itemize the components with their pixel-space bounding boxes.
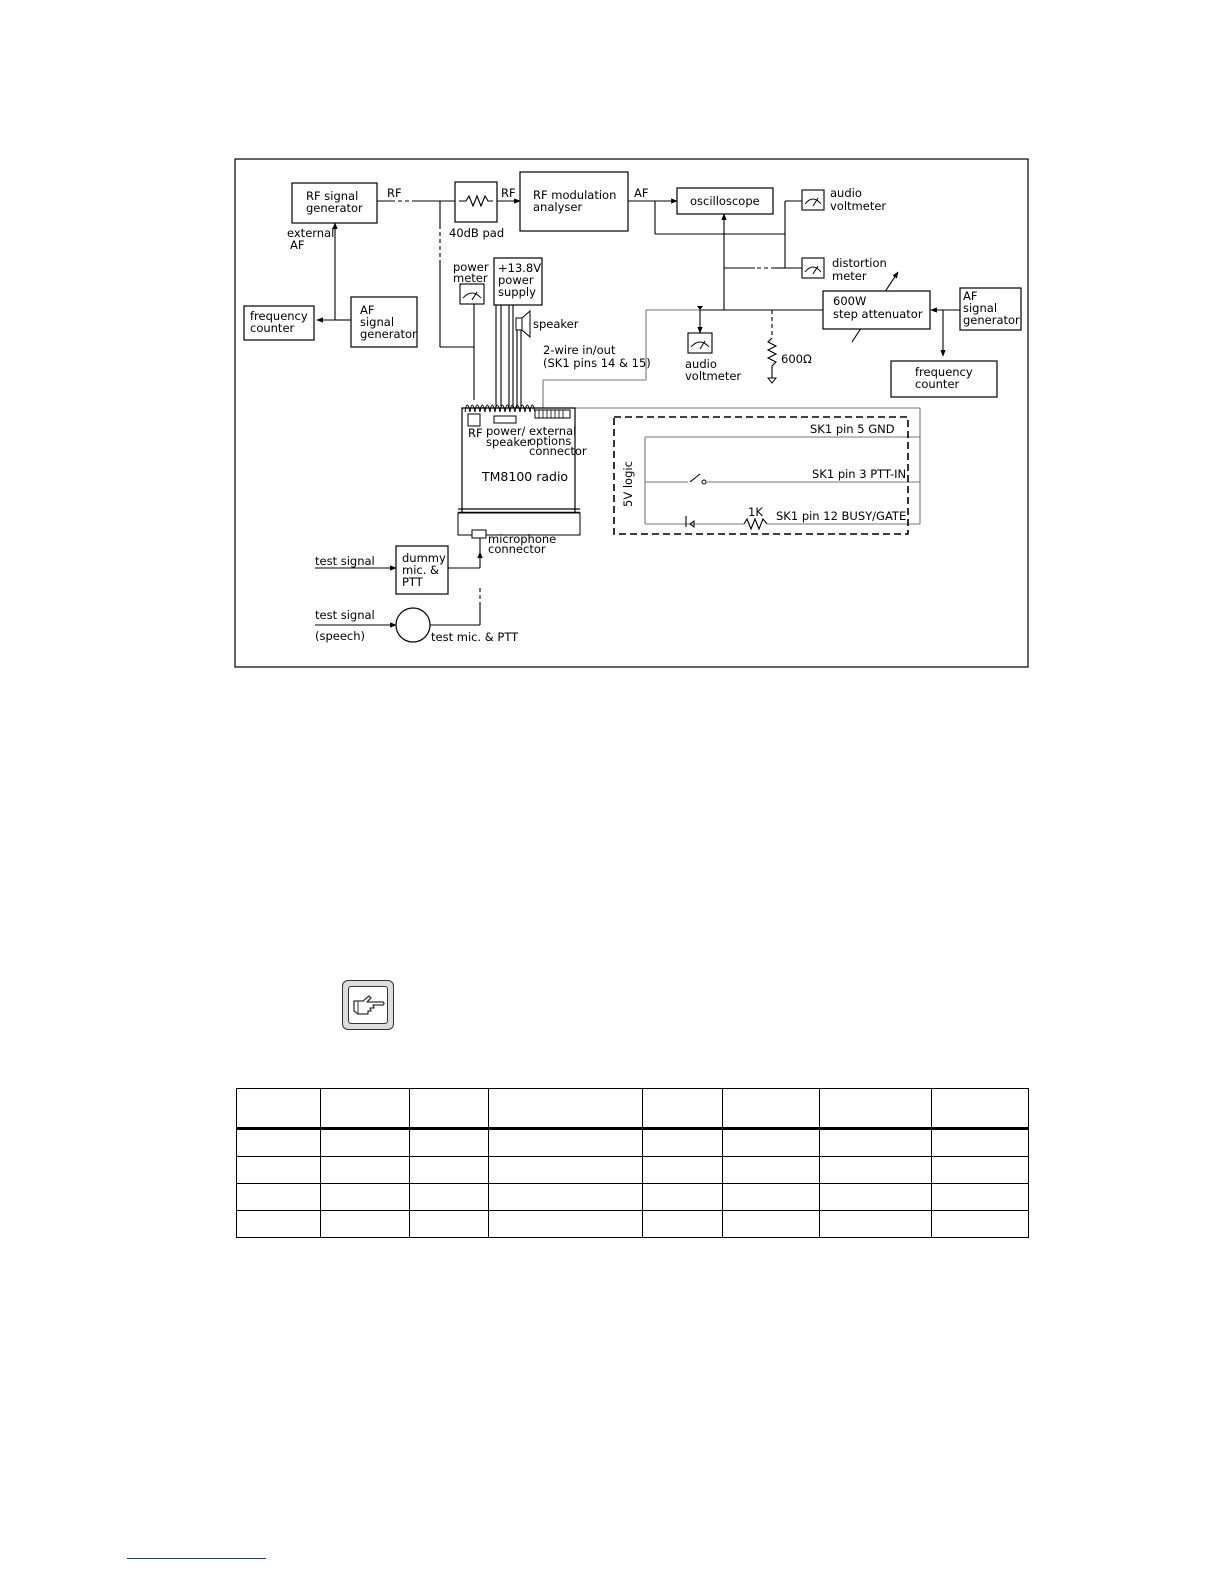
radio-label: TM8100 radio: [481, 469, 568, 484]
rf-modulation-analyser-box: [519, 171, 629, 232]
resistor-symbol: [459, 194, 493, 208]
test-mic-icon: [395, 607, 431, 643]
oscilloscope-label: oscilloscope: [690, 194, 760, 208]
rf-modulation-analyser-label: RF modulation: [533, 188, 616, 202]
oscilloscope-box: [676, 187, 774, 215]
audio-voltmeter-label: voltmeter: [685, 369, 741, 383]
sk1-pin3-label: SK1 pin 3 PTT-IN: [812, 467, 906, 481]
audio-voltmeter-label: audio: [685, 357, 717, 371]
external-options-label: options: [529, 434, 571, 448]
af-signal-generator-label: generator: [360, 327, 417, 341]
table-row: [236, 1183, 1029, 1211]
wiring: [315, 198, 960, 628]
af-signal-generator-right-box: [959, 287, 1022, 331]
two-wire-label: (SK1 pins 14 & 15): [543, 356, 651, 370]
power-meter-label: power: [453, 260, 489, 274]
step-attenuator-label: 600W: [833, 294, 866, 308]
frequency-counter-label: frequency: [250, 309, 308, 323]
footnote-rule: [127, 1558, 266, 1559]
note-hand-icon: [342, 980, 394, 1030]
diagram-frame: [234, 158, 1029, 668]
af-signal-generator-left-box: [350, 296, 418, 348]
dummy-mic-label: dummy: [402, 551, 446, 565]
logic-box: [613, 416, 909, 535]
meter-icon: [801, 189, 825, 211]
af-signal-generator-label: generator: [963, 313, 1020, 327]
speaker-icon: [515, 309, 531, 339]
attenuator-pad-box: [454, 181, 498, 223]
rf-label: RF: [387, 186, 402, 200]
step-attenuator-label: step attenuator: [833, 307, 923, 321]
microphone-connector-label: microphone: [488, 532, 556, 546]
meter-icon: [801, 257, 825, 279]
test-mic-label: test mic. & PTT: [431, 630, 519, 644]
external-af-label: AF: [290, 238, 304, 252]
speech-label: (speech): [315, 629, 365, 643]
dummy-mic-label: PTT: [402, 575, 424, 589]
distortion-meter-label: distortion: [832, 256, 887, 270]
table-row: [236, 1156, 1029, 1184]
step-attenuator-box: [822, 290, 931, 330]
power-meter-label: meter: [453, 271, 488, 285]
rf-modulation-analyser-label: analyser: [533, 200, 582, 214]
external-options-label: external: [529, 424, 576, 438]
distortion-meter-label: meter: [832, 269, 867, 283]
frequency-counter-label: counter: [250, 321, 295, 335]
audio-voltmeter-label: audio: [830, 186, 862, 200]
table-row: [236, 1128, 1029, 1157]
speaker-label: speaker: [533, 317, 579, 331]
rf-label: RF: [501, 186, 516, 200]
frequency-counter-label: frequency: [915, 365, 973, 379]
audio-voltmeter-label: voltmeter: [830, 199, 886, 213]
table-row: [236, 1210, 1029, 1238]
resistor-1k-label: 1K: [748, 505, 763, 519]
af-signal-generator-label: signal: [963, 301, 997, 315]
rf-signal-generator-label: generator: [306, 201, 363, 215]
two-wire-label: 2-wire in/out: [543, 343, 616, 357]
test-signal-label: test signal: [315, 608, 375, 622]
radio-unit: [457, 404, 581, 539]
resistor-600-label: 600Ω: [781, 352, 812, 366]
power-supply-label: power: [498, 273, 534, 287]
table-header-row: [236, 1088, 1029, 1130]
meter-icon: [459, 283, 485, 305]
frequency-counter-left-box: [243, 305, 315, 341]
af-signal-generator-label: signal: [360, 315, 394, 329]
rf-signal-generator-box: [291, 182, 378, 224]
frequency-counter-right-box: [890, 360, 998, 398]
pad-label: 40dB pad: [449, 226, 504, 240]
dummy-mic-label: mic. &: [402, 563, 439, 577]
af-label: AF: [634, 186, 648, 200]
external-options-label: connector: [529, 444, 587, 458]
external-af-label: external: [287, 226, 334, 240]
power-speaker-label: power/: [486, 424, 526, 438]
frequency-counter-label: counter: [915, 377, 960, 391]
power-speaker-label: speaker: [486, 435, 532, 449]
spec-table: [236, 1088, 1029, 1238]
power-supply-label: supply: [498, 285, 536, 299]
dummy-mic-box: [395, 545, 449, 595]
power-supply-box: [493, 257, 543, 306]
rf-signal-generator-label: RF signal: [306, 189, 358, 203]
af-signal-generator-label: AF: [963, 289, 977, 303]
af-signal-generator-label: AF: [360, 303, 374, 317]
sk1-pin5-label: SK1 pin 5 GND: [810, 422, 895, 436]
meter-icon: [687, 332, 713, 354]
test-equipment-diagram: RF signal generator RF external AF 40dB …: [234, 158, 1029, 668]
rf-port-label: RF: [468, 426, 483, 440]
logic-label: 5V logic: [621, 461, 635, 507]
test-signal-label: test signal: [315, 554, 375, 568]
power-supply-label: +13.8V: [498, 261, 541, 275]
sk1-pin12-label: SK1 pin 12 BUSY/GATE: [776, 509, 906, 523]
microphone-connector-label: connector: [488, 542, 546, 556]
